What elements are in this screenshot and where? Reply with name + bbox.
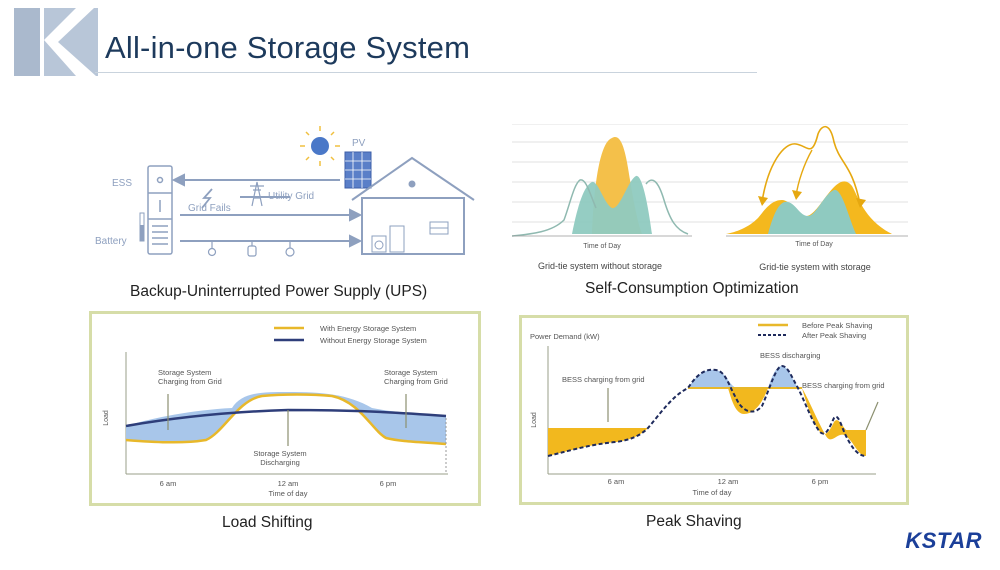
peak-shaving-chart: Power Demand (kW) Before Peak Shaving Af… [530, 321, 885, 497]
peak-shaving-xlabel: Time of day [693, 488, 732, 497]
solar-panel-icon [344, 151, 372, 189]
peak-shaving-caption: Peak Shaving [646, 513, 742, 530]
peak-shaving-ylabel: Load [531, 412, 538, 428]
lightning-icon [201, 188, 213, 209]
right-plot-label: Grid-tie system with storage [759, 262, 871, 272]
charge-right-line2: Charging from Grid [384, 377, 448, 386]
battery-label: Battery [95, 236, 127, 247]
ls-tick-6am: 6 am [160, 479, 177, 488]
self-consumption-caption: Self-Consumption Optimization [585, 280, 799, 297]
discharge-line1: Storage System [253, 449, 306, 458]
title-divider [95, 72, 757, 73]
ps-tick-12am: 12 am [718, 477, 739, 486]
bess-discharging: BESS discharging [760, 351, 820, 360]
kstar-logo-mark [14, 8, 98, 76]
ps-tick-6pm: 6 pm [812, 477, 829, 486]
utility-grid-label: Utility Grid [268, 191, 314, 202]
slide-title: All-in-one Storage System [105, 30, 471, 65]
without-storage-plot [512, 137, 689, 237]
peak-shaving-title: Power Demand (kW) [530, 332, 600, 341]
legend-without-ess: Without Energy Storage System [320, 336, 427, 345]
legend-before: Before Peak Shaving [802, 321, 872, 330]
load-shifting-caption: Load Shifting [222, 514, 313, 531]
pylon-icon [250, 181, 264, 207]
load-shifting-ylabel: Load [103, 410, 110, 426]
plug-icon [247, 245, 257, 257]
self-consumption-chart: Time of Day Grid-tie system without stor… [512, 124, 908, 272]
ups-diagram: PV ESS Battery Utility Grid Grid Fails [95, 126, 475, 257]
left-plot-label: Grid-tie system without storage [538, 261, 662, 271]
charge-left-line1: Storage System [158, 368, 211, 377]
kstar-brand-logo: KSTAR [905, 528, 982, 553]
sun-icon [300, 126, 340, 166]
charge-left-line2: Charging from Grid [158, 377, 222, 386]
pv-label: PV [352, 138, 366, 149]
fan-icon [285, 247, 295, 257]
bess-charging-right: BESS charging from grid [802, 381, 885, 390]
left-axis-label: Time of Day [583, 243, 621, 250]
legend-with-ess: With Energy Storage System [320, 324, 416, 333]
grid-fails-label: Grid Fails [188, 203, 231, 214]
ups-caption: Backup-Uninterrupted Power Supply (UPS) [130, 283, 428, 300]
bess-charging-left: BESS charging from grid [562, 375, 645, 384]
peak-shaving-panel [519, 315, 909, 505]
with-storage-plot [726, 125, 892, 234]
house-icon [351, 156, 475, 255]
cabinet-icon [147, 165, 173, 255]
charge-right-line1: Storage System [384, 368, 437, 377]
load-shifting-chart: With Energy Storage System Without Energ… [103, 324, 448, 498]
ess-label: ESS [112, 178, 132, 189]
legend-after: After Peak Shaving [802, 331, 866, 340]
ps-tick-6am: 6 am [608, 477, 625, 486]
discharge-line2: Discharging [260, 458, 300, 467]
load-shifting-xlabel: Time of day [269, 489, 308, 498]
fridge-icon [389, 225, 405, 253]
bulb-icon [207, 247, 217, 257]
washer-icon [371, 235, 387, 253]
ls-tick-12am: 12 am [278, 479, 299, 488]
ls-tick-6pm: 6 pm [380, 479, 397, 488]
right-axis-label: Time of Day [795, 241, 833, 248]
